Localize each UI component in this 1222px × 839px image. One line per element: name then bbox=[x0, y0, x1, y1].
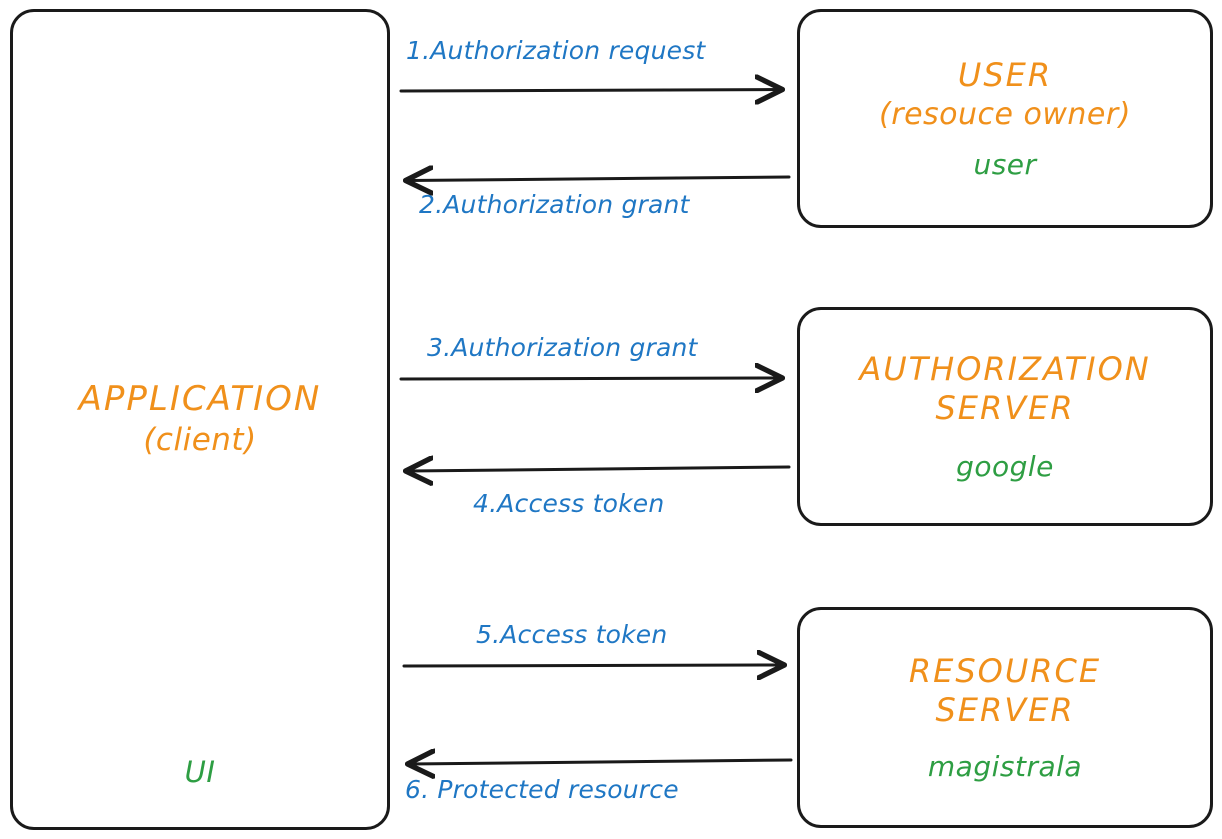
arrow-label-5: 5.Access token bbox=[476, 620, 668, 649]
node-user-tag: user bbox=[973, 147, 1037, 181]
arrow-6-protected-resource bbox=[410, 760, 793, 764]
arrow-4-access-token bbox=[408, 467, 791, 471]
arrow-label-4: 4.Access token bbox=[473, 489, 665, 518]
node-application-title: APPLICATION bbox=[78, 378, 322, 419]
node-resource-server[interactable]: RESOURCE SERVER magistrala bbox=[797, 607, 1213, 828]
node-authorization-server[interactable]: AUTHORIZATION SERVER google bbox=[797, 307, 1213, 526]
node-application[interactable]: APPLICATION (client) UI bbox=[10, 9, 390, 830]
node-application-tag: UI bbox=[184, 755, 216, 789]
node-resource-server-title: RESOURCE SERVER bbox=[908, 651, 1102, 729]
arrow-1-authorization-request bbox=[399, 90, 780, 92]
arrow-label-6: 6. Protected resource bbox=[405, 775, 679, 804]
arrow-label-3: 3.Authorization grant bbox=[427, 333, 698, 362]
node-resource-server-tag: magistrala bbox=[927, 750, 1083, 784]
arrow-label-2: 2.Authorization grant bbox=[419, 190, 690, 219]
arrow-2-authorization-grant bbox=[408, 177, 791, 181]
node-user-title: USER bbox=[957, 56, 1053, 95]
arrow-5-access-token bbox=[402, 665, 782, 666]
node-authorization-server-title: AUTHORIZATION SERVER bbox=[859, 349, 1151, 427]
node-authorization-server-tag: google bbox=[956, 450, 1054, 484]
arrow-label-1: 1.Authorization request bbox=[406, 36, 706, 65]
node-user-subtitle: (resouce owner) bbox=[879, 97, 1131, 133]
node-user[interactable]: USER (resouce owner) user bbox=[797, 9, 1213, 228]
arrow-3-authorization-grant bbox=[399, 378, 780, 379]
node-application-subtitle: (client) bbox=[143, 422, 257, 459]
